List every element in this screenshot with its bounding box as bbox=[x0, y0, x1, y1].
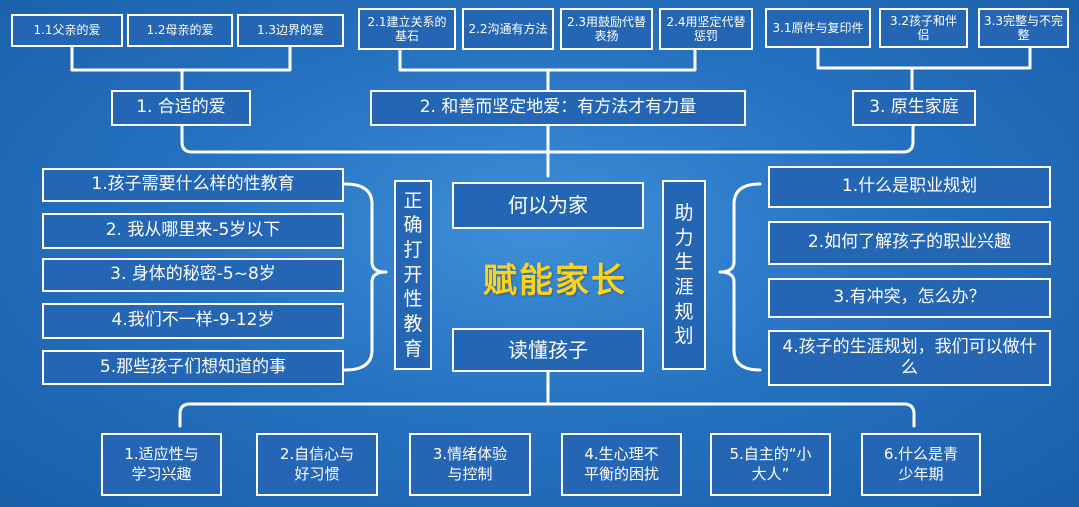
bracket-top-3 bbox=[816, 46, 1032, 92]
center-top-box: 何以为家 bbox=[452, 182, 644, 229]
top-group-label-2: 2. 和善而坚定地爱：有方法才有力量 bbox=[370, 90, 746, 126]
center-bottom-box: 读懂孩子 bbox=[452, 328, 644, 372]
bottom-item-1: 1.适应性与学习兴趣 bbox=[101, 433, 222, 496]
right-item-2: 2.如何了解孩子的职业兴趣 bbox=[768, 221, 1051, 265]
top-item-2-1: 2.1建立关系的基石 bbox=[358, 8, 456, 50]
left-item-4: 4.我们不一样-9-12岁 bbox=[42, 303, 344, 339]
top-item-1-1: 1.1父亲的爱 bbox=[11, 14, 123, 47]
left-item-1: 1.孩子需要什么样的性教育 bbox=[42, 168, 344, 202]
bottom-item-3: 3.情绪体验与控制 bbox=[409, 433, 531, 496]
bottom-item-2: 2.自信心与好习惯 bbox=[256, 433, 378, 496]
bracket-bottom bbox=[178, 370, 916, 428]
bracket-left bbox=[343, 182, 388, 372]
top-group-label-3: 3. 原生家庭 bbox=[852, 90, 976, 126]
bracket-top-2 bbox=[398, 48, 697, 92]
left-item-2: 2. 我从哪里来-5岁以下 bbox=[42, 213, 344, 249]
top-item-2-4: 2.4用坚定代替惩罚 bbox=[659, 8, 753, 50]
top-item-3-2: 3.2孩子和伴侣 bbox=[879, 8, 968, 48]
right-item-3: 3.有冲突，怎么办？ bbox=[768, 278, 1051, 318]
top-item-3-1: 3.1原件与复印件 bbox=[765, 8, 871, 48]
top-item-3-3: 3.3完整与不完整 bbox=[978, 8, 1069, 48]
left-item-3: 3. 身体的秘密-5~8岁 bbox=[42, 258, 344, 292]
bracket-right bbox=[718, 182, 762, 372]
bottom-item-4: 4.生心理不平衡的困扰 bbox=[561, 433, 682, 496]
left-branch-label: 正确打开性教育 bbox=[394, 180, 432, 370]
left-item-5: 5.那些孩子们想知道的事 bbox=[42, 350, 344, 385]
bottom-item-6: 6.什么是青少年期 bbox=[861, 433, 981, 496]
bracket-top-1 bbox=[70, 46, 292, 92]
right-item-1: 1.什么是职业规划 bbox=[768, 166, 1051, 208]
right-item-4: 4.孩子的生涯规划，我们可以做什么 bbox=[768, 330, 1051, 386]
top-item-1-3: 1.3边界的爱 bbox=[237, 14, 344, 47]
bracket-top-main bbox=[180, 124, 915, 178]
top-item-2-2: 2.2沟通有方法 bbox=[462, 8, 554, 50]
bottom-item-5: 5.自主的“小大人” bbox=[710, 433, 831, 496]
top-group-label-1: 1. 合适的爱 bbox=[111, 90, 251, 126]
top-item-1-2: 1.2母亲的爱 bbox=[127, 14, 233, 47]
center-title: 赋能家长 bbox=[483, 260, 627, 301]
top-item-2-3: 2.3用鼓励代替表扬 bbox=[560, 8, 653, 50]
right-branch-label: 助力生涯规划 bbox=[662, 180, 706, 370]
